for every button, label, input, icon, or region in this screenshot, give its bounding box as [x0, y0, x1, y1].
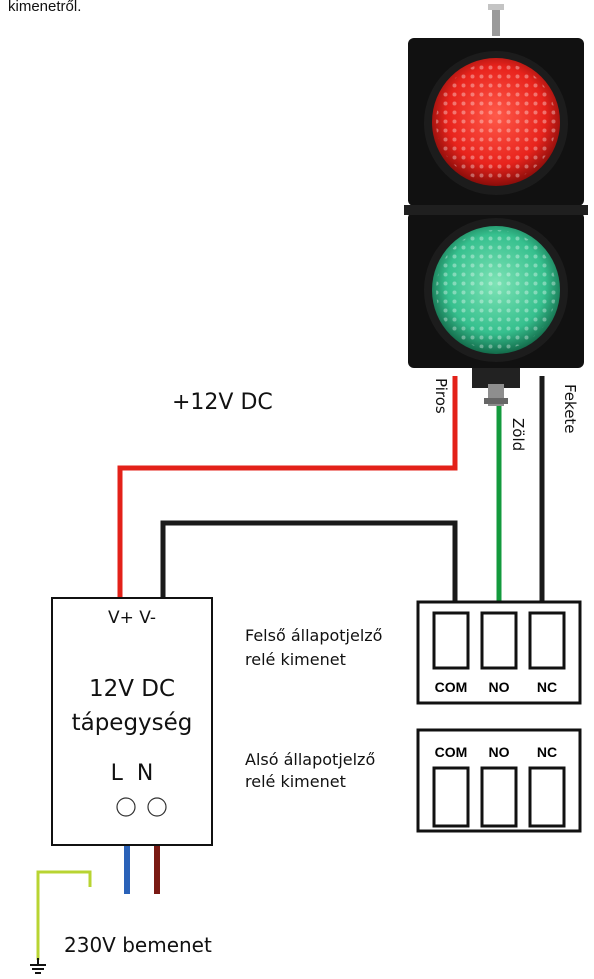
ground-wire — [36, 870, 92, 960]
psu-terminal-n — [147, 797, 167, 817]
black-wire-v-minus — [160, 520, 458, 623]
wire-label-green: Zöld — [509, 418, 527, 452]
relay-upper — [416, 600, 582, 705]
psu-title-line-1: 12V DC — [88, 676, 176, 702]
upper-terminal-com: COM — [434, 679, 468, 695]
relay-lower-label-2: relé kimenet — [245, 772, 346, 791]
lower-terminal-nc: NC — [536, 744, 558, 760]
power-label: +12V DC — [172, 390, 273, 415]
wire-label-black: Fekete — [561, 384, 579, 434]
relay-upper-label-1: Felső állapotjelző — [245, 626, 383, 645]
upper-terminal-nc: NC — [536, 679, 558, 695]
red-lamp — [424, 51, 568, 195]
psu-title-line-2: tápegység — [71, 710, 193, 736]
mains-input-label: 230V bemenet — [64, 933, 212, 957]
traffic-light — [404, 4, 588, 406]
ground-symbol — [30, 958, 46, 974]
psu-ln-labels: L N — [110, 761, 154, 786]
relay-lower — [416, 728, 582, 833]
relay-upper-label-2: relé kimenet — [245, 650, 346, 669]
upper-terminal-no: NO — [488, 679, 510, 695]
red-wire — [117, 376, 458, 598]
wires — [36, 376, 545, 960]
psu-terminal-labels: V+ V- — [107, 608, 157, 628]
lower-terminal-com: COM — [434, 744, 468, 760]
wire-label-red: Piros — [432, 378, 450, 414]
lower-terminal-no: NO — [488, 744, 510, 760]
intro-text-fragment: kimenetről. — [8, 0, 82, 15]
relay-lower-label-1: Alsó állapotjelző — [245, 750, 376, 769]
green-lamp — [424, 218, 568, 362]
psu-terminal-l — [116, 797, 136, 817]
